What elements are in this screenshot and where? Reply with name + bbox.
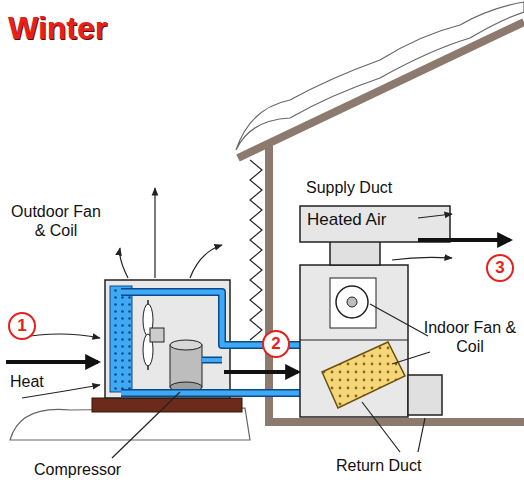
blower-housing <box>330 278 376 328</box>
roof-snow <box>236 2 524 150</box>
callout-number: 1 <box>8 312 36 340</box>
part-label: Indoor Fan & Coil <box>420 318 520 356</box>
outdoor-fan <box>143 300 164 370</box>
callout-number: 3 <box>486 254 514 282</box>
indoor-coil <box>322 342 405 408</box>
part-label: Supply Duct <box>306 178 392 197</box>
title: Winter <box>8 10 107 46</box>
ground-snow <box>10 408 250 440</box>
outdoor-coil <box>110 286 132 392</box>
duct-panel: Heated Air <box>302 208 392 232</box>
part-label: Heat <box>10 372 44 391</box>
indoor-unit <box>300 265 408 417</box>
floor <box>265 418 524 426</box>
outdoor-unit <box>105 280 230 398</box>
plenum <box>330 240 380 265</box>
indoor-fan <box>336 286 368 318</box>
part-label: Outdoor Fan & Coil <box>4 202 108 240</box>
callout-number: 2 <box>262 330 290 358</box>
roof <box>238 22 524 158</box>
supply-duct <box>300 206 450 242</box>
part-label: Return Duct <box>336 456 421 475</box>
wall <box>265 146 273 426</box>
compressor <box>170 340 202 392</box>
part-label: Compressor <box>34 460 121 479</box>
heat-flow-arrows <box>6 240 510 372</box>
leader-lines <box>112 304 430 458</box>
insulation-zigzag <box>250 160 262 340</box>
insulation <box>250 160 262 340</box>
duct-label: Heated Air <box>307 210 386 230</box>
return-duct <box>408 375 442 415</box>
